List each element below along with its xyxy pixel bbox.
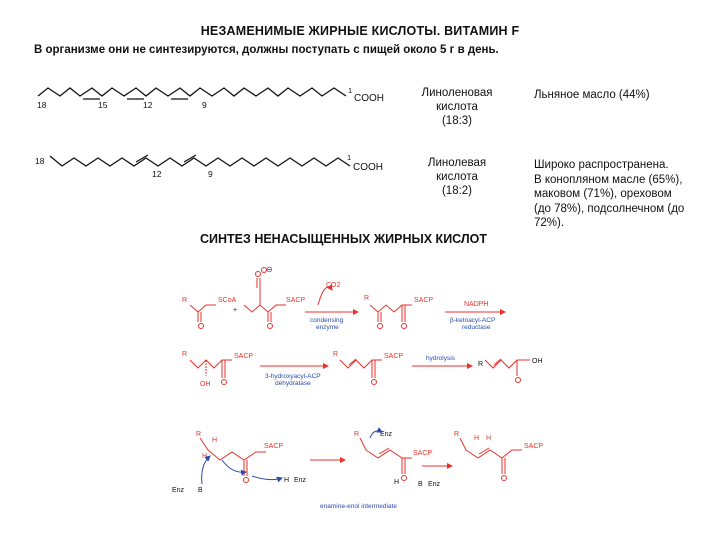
row3-r-group: R [196, 431, 201, 438]
oxygen-atom [221, 379, 227, 385]
oxygen-atom [501, 475, 507, 481]
row3-sacp: SACP [264, 443, 283, 450]
linoleic-formula: (18:2) [441, 185, 473, 197]
scoa-label: SCoA [218, 297, 237, 304]
oxygen-atom [267, 323, 273, 329]
row3-mid-base: B [418, 481, 423, 488]
hydrolysis-label: hydrolysis [426, 355, 456, 362]
r-group: R [182, 297, 187, 304]
product-sacp-label: SACP [414, 297, 433, 304]
sacp-label: SACP [286, 297, 305, 304]
linoleic-source-line5: 72%). [534, 217, 565, 229]
acid-r-group: R [478, 361, 483, 368]
oxygen-atom [401, 323, 407, 329]
linolenic-acid-structure [37, 87, 347, 100]
electron-push-arrow [369, 427, 383, 439]
linoleic-source-line4: (до 78%), подсолнечном (до [534, 202, 685, 215]
dehydratase-line1: 3-hydroxyacyl-ACP [265, 373, 321, 380]
row3-base: B [198, 487, 203, 494]
row3-end-h2: H [486, 435, 491, 442]
row3-end-r: R [454, 431, 459, 438]
synthesis-scheme: R SCoA + ⊖ SACP CO2 condensing enzyme R … [172, 265, 543, 510]
linoleic-name: Линолевая кислота (18:2) [412, 156, 502, 198]
row2-product-r: R [333, 351, 338, 358]
co2-label: CO2 [326, 282, 341, 289]
row2-product-sacp: SACP [384, 353, 403, 360]
oxygen-atom [255, 271, 261, 277]
synthesis-title: СИНТЕЗ НЕНАСЫЩЕННЫХ ЖИРНЫХ КИСЛОТ [200, 232, 488, 246]
linoleic-name-line2: кислота [436, 171, 478, 183]
linoleic-cooh: COOH [353, 162, 383, 173]
linolenic-name-line2: кислота [436, 101, 478, 113]
co2-release-arrow [317, 284, 333, 306]
linolenic-label-15: 15 [98, 100, 108, 110]
row3-enz2: Enz [294, 477, 307, 484]
electron-push-arrow [201, 455, 211, 485]
minus-charge: ⊖ [266, 265, 273, 274]
linolenic-formula: (18:3) [441, 115, 473, 127]
linoleic-label-1: 1 [347, 153, 351, 162]
row3-h2: H [202, 453, 207, 460]
plus-sign: + [233, 307, 237, 314]
linolenic-label-9: 9 [202, 100, 207, 110]
row3-mid-sacp: SACP [413, 450, 432, 457]
row2-r-group: R [182, 351, 187, 358]
linoleic-label-9: 9 [208, 169, 213, 179]
synthesis-row-3: R H H SACP Enz B H Enz R Enz SACP H B En… [172, 427, 543, 510]
row3-end-sacp: SACP [524, 443, 543, 450]
reductase-line1: β-ketoacyl-ACP [450, 317, 495, 324]
linolenic-source: Льняное масло (44%) [534, 89, 650, 101]
linoleic-source: Широко распространена. В конопляном масл… [534, 158, 714, 231]
row3-mid-h: H [394, 479, 399, 486]
oxygen-atom [515, 377, 521, 383]
oxygen-atom [243, 477, 249, 483]
linoleic-source-line1: Широко распространена. [534, 159, 669, 171]
oxygen-atom [371, 379, 377, 385]
electron-push-arrow [221, 459, 247, 476]
linolenic-label-12: 12 [143, 100, 153, 110]
linolenic-name: Линоленовая кислота (18:3) [412, 86, 502, 128]
linoleic-source-line3: маковом (71%), ореховом [534, 188, 672, 200]
row2-sacp-label: SACP [234, 353, 253, 360]
hydroxyl-label: OH [200, 381, 211, 388]
row3-mid-enz: Enz [380, 431, 393, 438]
synthesis-row-1: R SCoA + ⊖ SACP CO2 condensing enzyme R … [182, 265, 506, 331]
row3-end-h1: H [474, 435, 479, 442]
enamine-caption: enamine-enol intermediate [320, 503, 397, 510]
linolenic-label-18: 18 [37, 100, 47, 110]
linolenic-cooh: COOH [354, 93, 384, 104]
linoleic-source-line2: В конопляном масле (65%), [534, 173, 683, 186]
linolenic-label-1: 1 [348, 86, 352, 95]
dehydratase-line2: dehydratase [275, 380, 311, 387]
electron-push-arrow [251, 475, 283, 483]
product-r-group: R [364, 295, 369, 302]
linoleic-label-12: 12 [152, 169, 162, 179]
oxygen-atom [401, 475, 407, 481]
row3-mid-enz2: Enz [428, 481, 441, 488]
condensing-enzyme-line1: condensing [310, 317, 344, 324]
nadph-label: NADPH [464, 301, 489, 308]
row3-h1: H [212, 437, 217, 444]
linoleic-name-line1: Линолевая [427, 157, 487, 169]
row3-h-enz: H [284, 477, 289, 484]
acid-oh-label: OH [532, 358, 543, 365]
row3-enz: Enz [172, 487, 185, 494]
fatty-acid-structures: 18 15 12 9 1 COOH 18 12 9 1 COOH [35, 86, 384, 179]
linolenic-name-line1: Линоленовая [421, 87, 493, 99]
reductase-line2: reductase [462, 324, 491, 331]
row3-mid-r: R [354, 431, 359, 438]
page-subtitle: В организме они не синтезируются, должны… [34, 44, 499, 56]
condensing-enzyme-line2: enzyme [316, 324, 339, 331]
oxygen-atom [377, 323, 383, 329]
linoleic-acid-structure [49, 154, 351, 167]
oxygen-atom [198, 323, 204, 329]
page-title: НЕЗАМЕНИМЫЕ ЖИРНЫЕ КИСЛОТЫ. ВИТАМИН F [200, 24, 520, 38]
linoleic-label-18: 18 [35, 156, 45, 166]
oxygen-atom [261, 267, 267, 273]
synthesis-row-2: R OH SACP 3-hydroxyacyl-ACP dehydratase … [182, 351, 543, 388]
